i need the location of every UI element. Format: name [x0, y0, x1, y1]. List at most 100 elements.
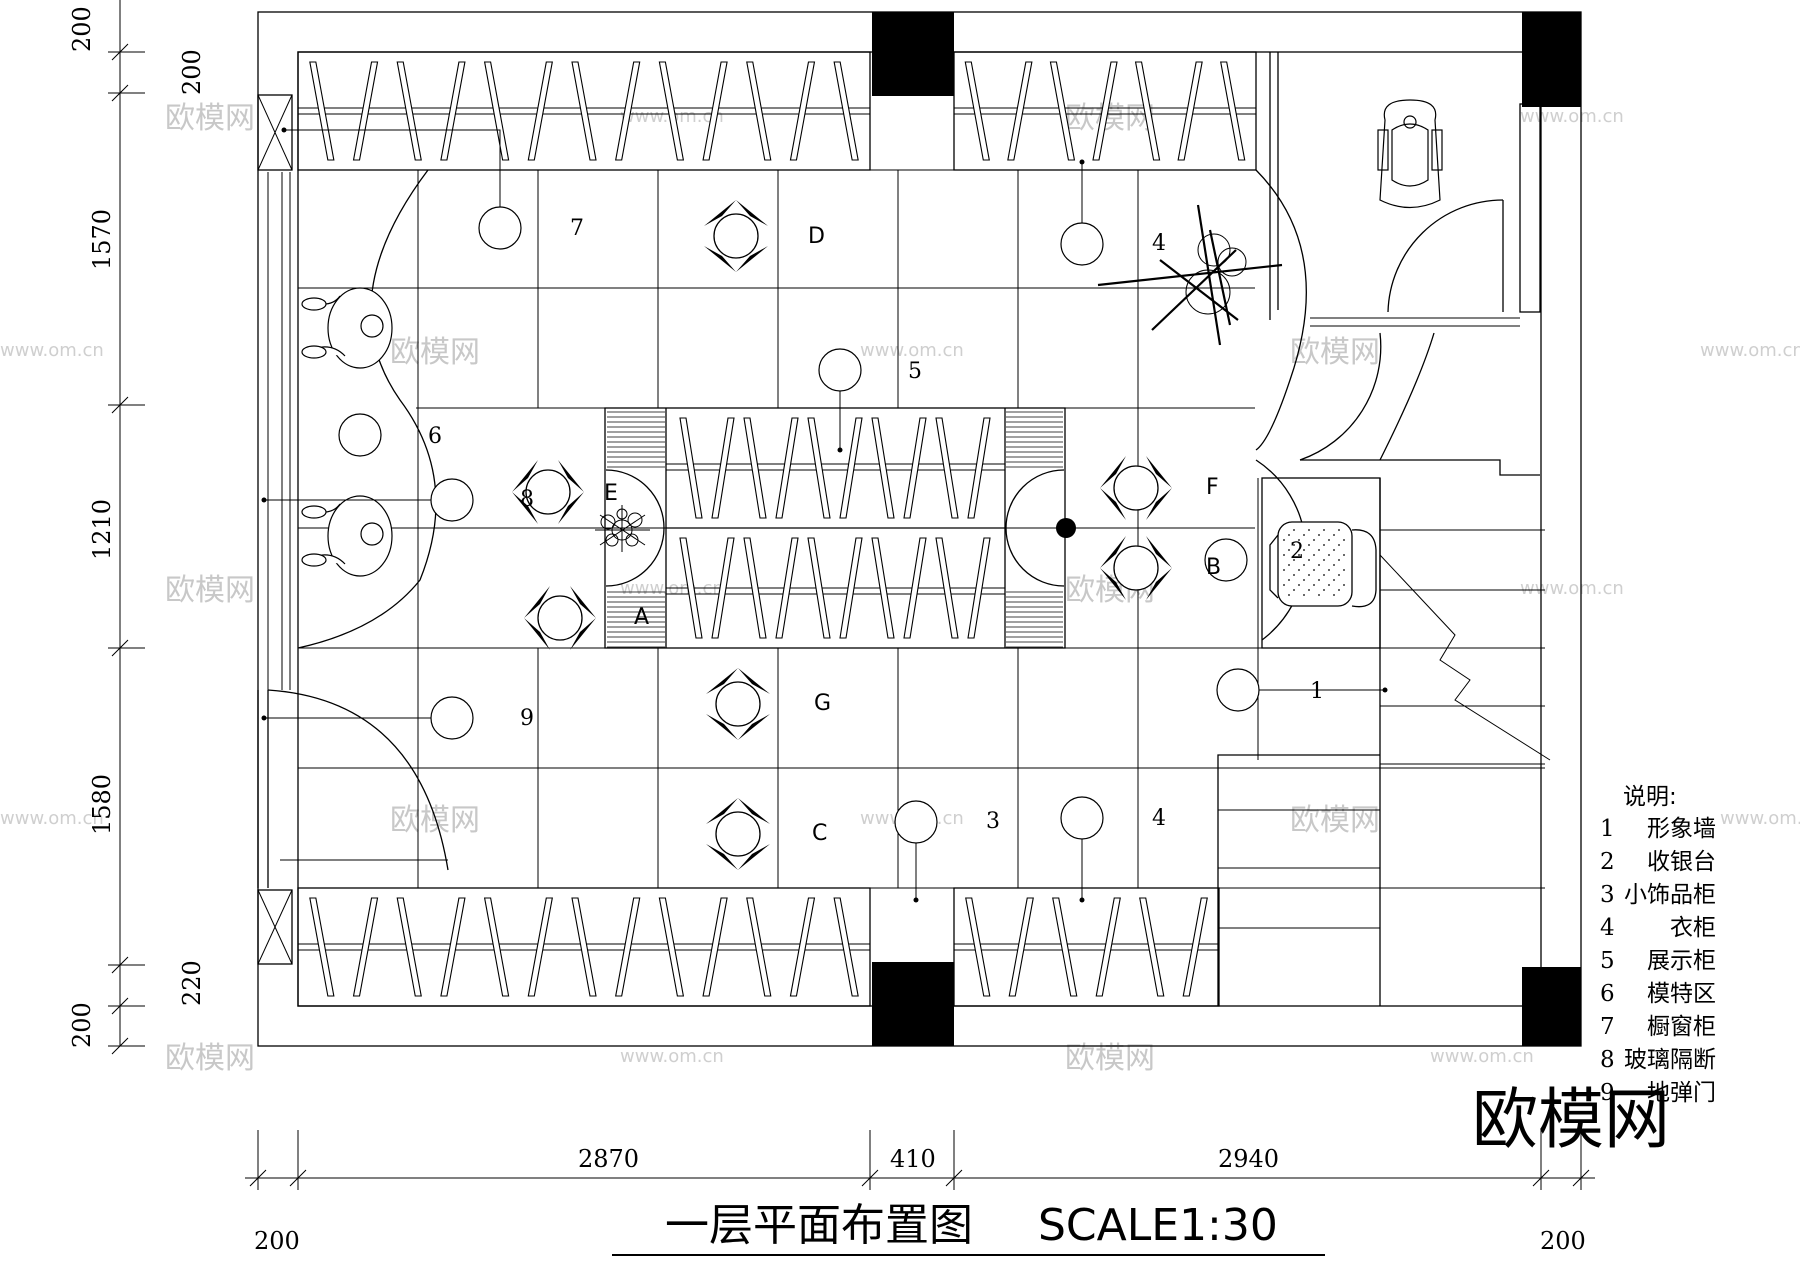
dimension-bottom: 2870 410 2940 200 200	[245, 1130, 1595, 1255]
watermarks: 欧模网 欧模网 欧模网 欧模网 欧模网 欧模网 欧模网 欧模网 欧模网 欧模网 …	[0, 101, 1800, 1076]
toilet-room	[1255, 52, 1541, 451]
zone-number: 7	[570, 216, 584, 241]
watermark-brand: 欧模网	[390, 335, 480, 370]
dim-left-200-bottom: 200	[68, 1002, 96, 1048]
legend-item-number: 3	[1600, 882, 1615, 908]
clothes-hanger-icon	[440, 897, 466, 997]
clothes-hanger-icon	[746, 61, 772, 161]
dim-bottom-2870: 2870	[578, 1145, 639, 1173]
legend-item-number: 9	[1600, 1080, 1615, 1106]
wardrobe-top-left	[297, 51, 871, 171]
clothes-hanger-icon	[871, 537, 895, 639]
zone-letter: C	[812, 821, 827, 846]
clothes-hanger-icon	[789, 897, 816, 997]
zone-number: 5	[908, 359, 922, 384]
legend-item-label: 形象墙	[1647, 816, 1716, 842]
legend-heading: 说明:	[1623, 784, 1677, 810]
wardrobe-bottom-left	[297, 887, 871, 1007]
legend-item-number: 4	[1600, 915, 1615, 941]
clothes-hanger-icon	[1007, 61, 1033, 161]
clothes-hanger-icon	[658, 61, 685, 161]
legend-item-label: 地弹门	[1647, 1080, 1716, 1106]
legend-item: 9 地弹门	[1600, 1080, 1716, 1106]
zone-number: 2	[1290, 539, 1304, 564]
clothes-hanger-icon	[571, 61, 597, 161]
spring-door-left	[257, 689, 449, 888]
clothes-hanger-icon	[775, 537, 799, 639]
wardrobe-bottom-right	[953, 887, 1220, 1007]
clothes-hanger-icon	[1008, 897, 1034, 997]
legend-item: 6 模特区	[1600, 981, 1716, 1007]
clothes-hanger-icon	[1049, 61, 1076, 161]
zone-number: 1	[1310, 679, 1324, 704]
clothes-hanger-icon	[1134, 61, 1161, 161]
clothes-hanger-icon	[711, 417, 735, 519]
clothes-hanger-icon	[527, 897, 553, 997]
spotlight-symbol	[1097, 204, 1283, 346]
zone-number: 8	[520, 487, 534, 512]
clothes-hanger-icon	[615, 61, 641, 161]
display-stand-icon	[706, 668, 770, 740]
clothes-hanger-icon	[967, 537, 991, 639]
legend-item-number: 2	[1600, 849, 1615, 875]
drawing-scale: SCALE1:30	[1038, 1200, 1278, 1251]
watermark-brand: 欧模网	[165, 1041, 255, 1076]
watermark-url: www.om.cn	[620, 1046, 724, 1067]
clothes-hanger-icon	[1052, 897, 1078, 997]
legend-item-number: 1	[1600, 816, 1615, 842]
clothes-hanger-icon	[658, 897, 685, 997]
clothes-hanger-icon	[1182, 897, 1208, 997]
zone-numbers: 7 4 5 6 8 9 3 4 1 2	[428, 216, 1324, 834]
watermark-brand: 欧模网	[1290, 335, 1380, 370]
legend-item-label: 橱窗柜	[1647, 1014, 1716, 1040]
watermark-brand: 欧模网	[165, 101, 255, 136]
clothes-hanger-icon	[935, 537, 959, 639]
clothes-hanger-icon	[1095, 897, 1121, 997]
legend-item-label: 收银台	[1647, 849, 1716, 875]
legend-item-number: 6	[1600, 981, 1615, 1007]
legend-item-label: 小饰品柜	[1624, 882, 1716, 908]
plant-icon	[595, 505, 650, 552]
zone-letter: A	[634, 605, 649, 630]
watermark-url: www.om.cn	[1720, 808, 1800, 829]
structural-column	[872, 962, 954, 1046]
zone-number: 4	[1152, 806, 1166, 831]
watermark-brand: 欧模网	[1065, 101, 1155, 136]
clothes-hanger-icon	[527, 61, 553, 161]
structural-column	[1522, 12, 1581, 107]
legend-item: 2 收银台	[1600, 849, 1716, 875]
dim-left-1580: 1580	[88, 774, 116, 835]
legend-item-number: 8	[1600, 1047, 1615, 1073]
clothes-hanger-icon	[1220, 61, 1246, 161]
clothes-hanger-icon	[839, 537, 863, 639]
clothes-hanger-icon	[967, 417, 991, 519]
mannequin-figure	[301, 495, 393, 577]
structural-column	[1522, 967, 1581, 1046]
legend-item-label: 模特区	[1647, 981, 1716, 1007]
watermark-url: www.om.cn	[1430, 1046, 1534, 1067]
clothes-hanger-icon	[483, 61, 510, 161]
watermark-url: www.om.cn	[1520, 578, 1624, 599]
clothes-hanger-icon	[396, 897, 422, 997]
dim-left-1570: 1570	[88, 209, 116, 270]
left-window-wall	[257, 94, 293, 965]
clothes-hanger-icon	[871, 417, 895, 519]
dimension-left: 200 1570 1210 1580 200 200 220	[68, 0, 206, 1055]
clothes-hanger-icon	[833, 61, 859, 161]
dim-left-200-top: 200	[68, 6, 96, 52]
display-stand-icon	[704, 200, 768, 272]
clothes-hanger-icon	[352, 897, 379, 997]
dim-bottom-200-left: 200	[254, 1227, 300, 1255]
clothes-hanger-icon	[903, 417, 927, 519]
watermark-brand: 欧模网	[1290, 803, 1380, 838]
clothes-hanger-icon	[615, 897, 641, 997]
clothes-hanger-icon	[807, 417, 831, 519]
leader-dots	[261, 127, 1388, 903]
zone-letter: E	[604, 481, 618, 506]
legend-item-label: 衣柜	[1670, 915, 1716, 941]
clothes-hanger-icon	[711, 537, 735, 639]
clothes-hanger-icon	[679, 417, 703, 519]
